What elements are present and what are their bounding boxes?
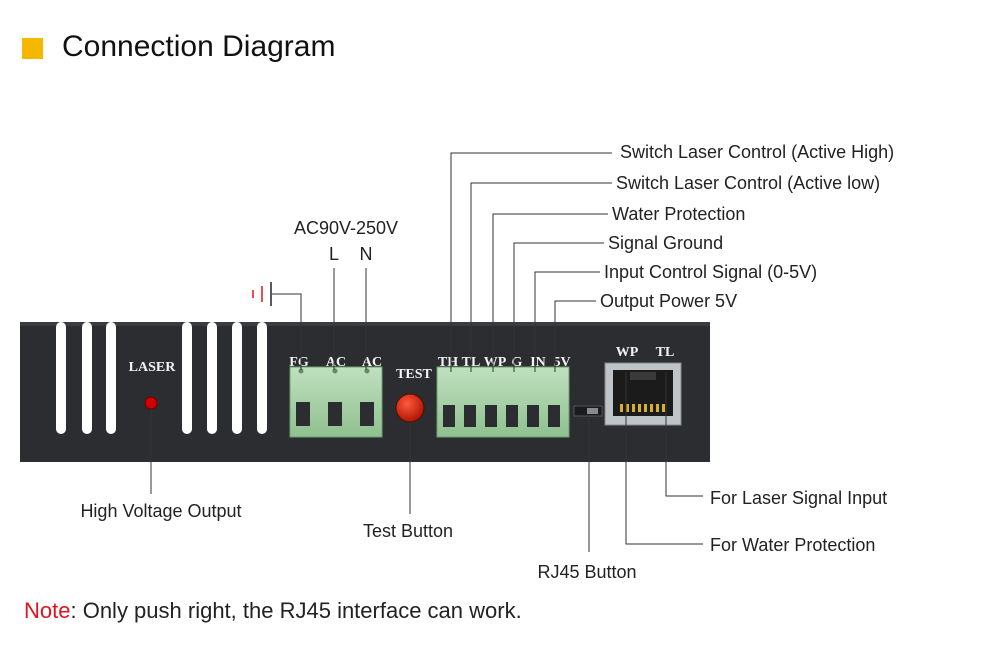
lead-line-g xyxy=(513,242,604,372)
lead-line-water-protection xyxy=(625,372,703,545)
test-label: TEST xyxy=(396,367,432,382)
lead-line-fg xyxy=(272,293,302,370)
terminal-screw-slot xyxy=(506,405,518,427)
callout-wp: Water Protection xyxy=(612,204,745,224)
callout-5v: Output Power 5V xyxy=(600,291,737,311)
terminal-screw-slot xyxy=(527,405,539,427)
terminal-screw-slot xyxy=(328,402,342,426)
terminal-housing xyxy=(436,366,570,438)
callout-tl: Switch Laser Control (Active low) xyxy=(616,173,880,193)
lead-line-in xyxy=(534,271,600,372)
ac-neutral-label: N xyxy=(360,244,373,264)
page-title: Connection Diagram xyxy=(62,30,336,63)
led-indicator-icon xyxy=(144,396,158,410)
vent-slot xyxy=(106,322,116,434)
terminal-screw-slot xyxy=(360,402,374,426)
terminal-screw-slot xyxy=(464,405,476,427)
mains-terminal-block xyxy=(289,366,383,438)
lead-line-wp xyxy=(492,213,608,372)
terminal-pin-hole xyxy=(298,368,304,374)
terminal-screw-slot xyxy=(548,405,560,427)
rj45-switch-knob[interactable] xyxy=(587,408,598,414)
rj45-port-icon[interactable] xyxy=(604,362,682,426)
lead-line-laser-signal xyxy=(665,372,703,497)
pin-label-5v: 5V xyxy=(553,355,570,370)
vent-slot xyxy=(182,322,192,434)
rj45-pin-label-tl: TL xyxy=(656,345,675,360)
callout-rj45-button: RJ45 Button xyxy=(537,562,636,582)
note-text: : Only push right, the RJ45 interface ca… xyxy=(70,598,522,623)
rj45-pin-label-wp: WP xyxy=(616,345,639,360)
panel-top-edge xyxy=(20,322,710,326)
vent-slot xyxy=(207,322,217,434)
rj45-port-latch xyxy=(630,372,656,380)
vent-slots-middle xyxy=(182,322,267,434)
callout-high-voltage: High Voltage Output xyxy=(80,501,241,521)
terminal-screw-slot xyxy=(443,405,455,427)
lead-line-tl xyxy=(470,182,612,372)
ac-line-label: L xyxy=(329,244,339,264)
pin-label-ac-l: AC xyxy=(326,355,346,370)
pin-label-g: G xyxy=(512,355,523,370)
callout-th: Switch Laser Control (Active High) xyxy=(620,142,894,162)
callout-g: Signal Ground xyxy=(608,233,723,253)
ac-voltage-label: AC90V-250V xyxy=(294,218,398,238)
ground-icon xyxy=(252,282,272,306)
vent-slot xyxy=(56,322,66,434)
rj45-port-contacts xyxy=(620,404,665,412)
lead-line-th xyxy=(450,152,612,372)
terminal-screw-slot xyxy=(296,402,310,426)
control-terminal-block xyxy=(436,366,570,438)
callout-water-protection: For Water Protection xyxy=(710,535,875,555)
terminal-screw-slot xyxy=(485,405,497,427)
vent-slots-left xyxy=(56,322,116,434)
lead-line-5v xyxy=(554,300,596,372)
title-accent-square xyxy=(22,38,43,59)
callout-laser-signal: For Laser Signal Input xyxy=(710,488,887,508)
test-button[interactable] xyxy=(395,393,425,423)
pin-label-wp: WP xyxy=(484,355,507,370)
pin-label-fg: FG xyxy=(289,355,309,370)
laser-label: LASER xyxy=(129,360,177,375)
note-label: Note xyxy=(24,598,71,623)
pin-label-ac-n: AC xyxy=(362,355,382,370)
pin-label-th: TH xyxy=(438,355,458,370)
vent-slot xyxy=(232,322,242,434)
callout-in: Input Control Signal (0-5V) xyxy=(604,262,817,282)
pin-label-in: IN xyxy=(530,355,546,370)
vent-slot xyxy=(82,322,92,434)
footer-note: Note: Only push right, the RJ45 interfac… xyxy=(24,598,522,624)
vent-slot xyxy=(257,322,267,434)
callout-test-button: Test Button xyxy=(363,521,453,541)
